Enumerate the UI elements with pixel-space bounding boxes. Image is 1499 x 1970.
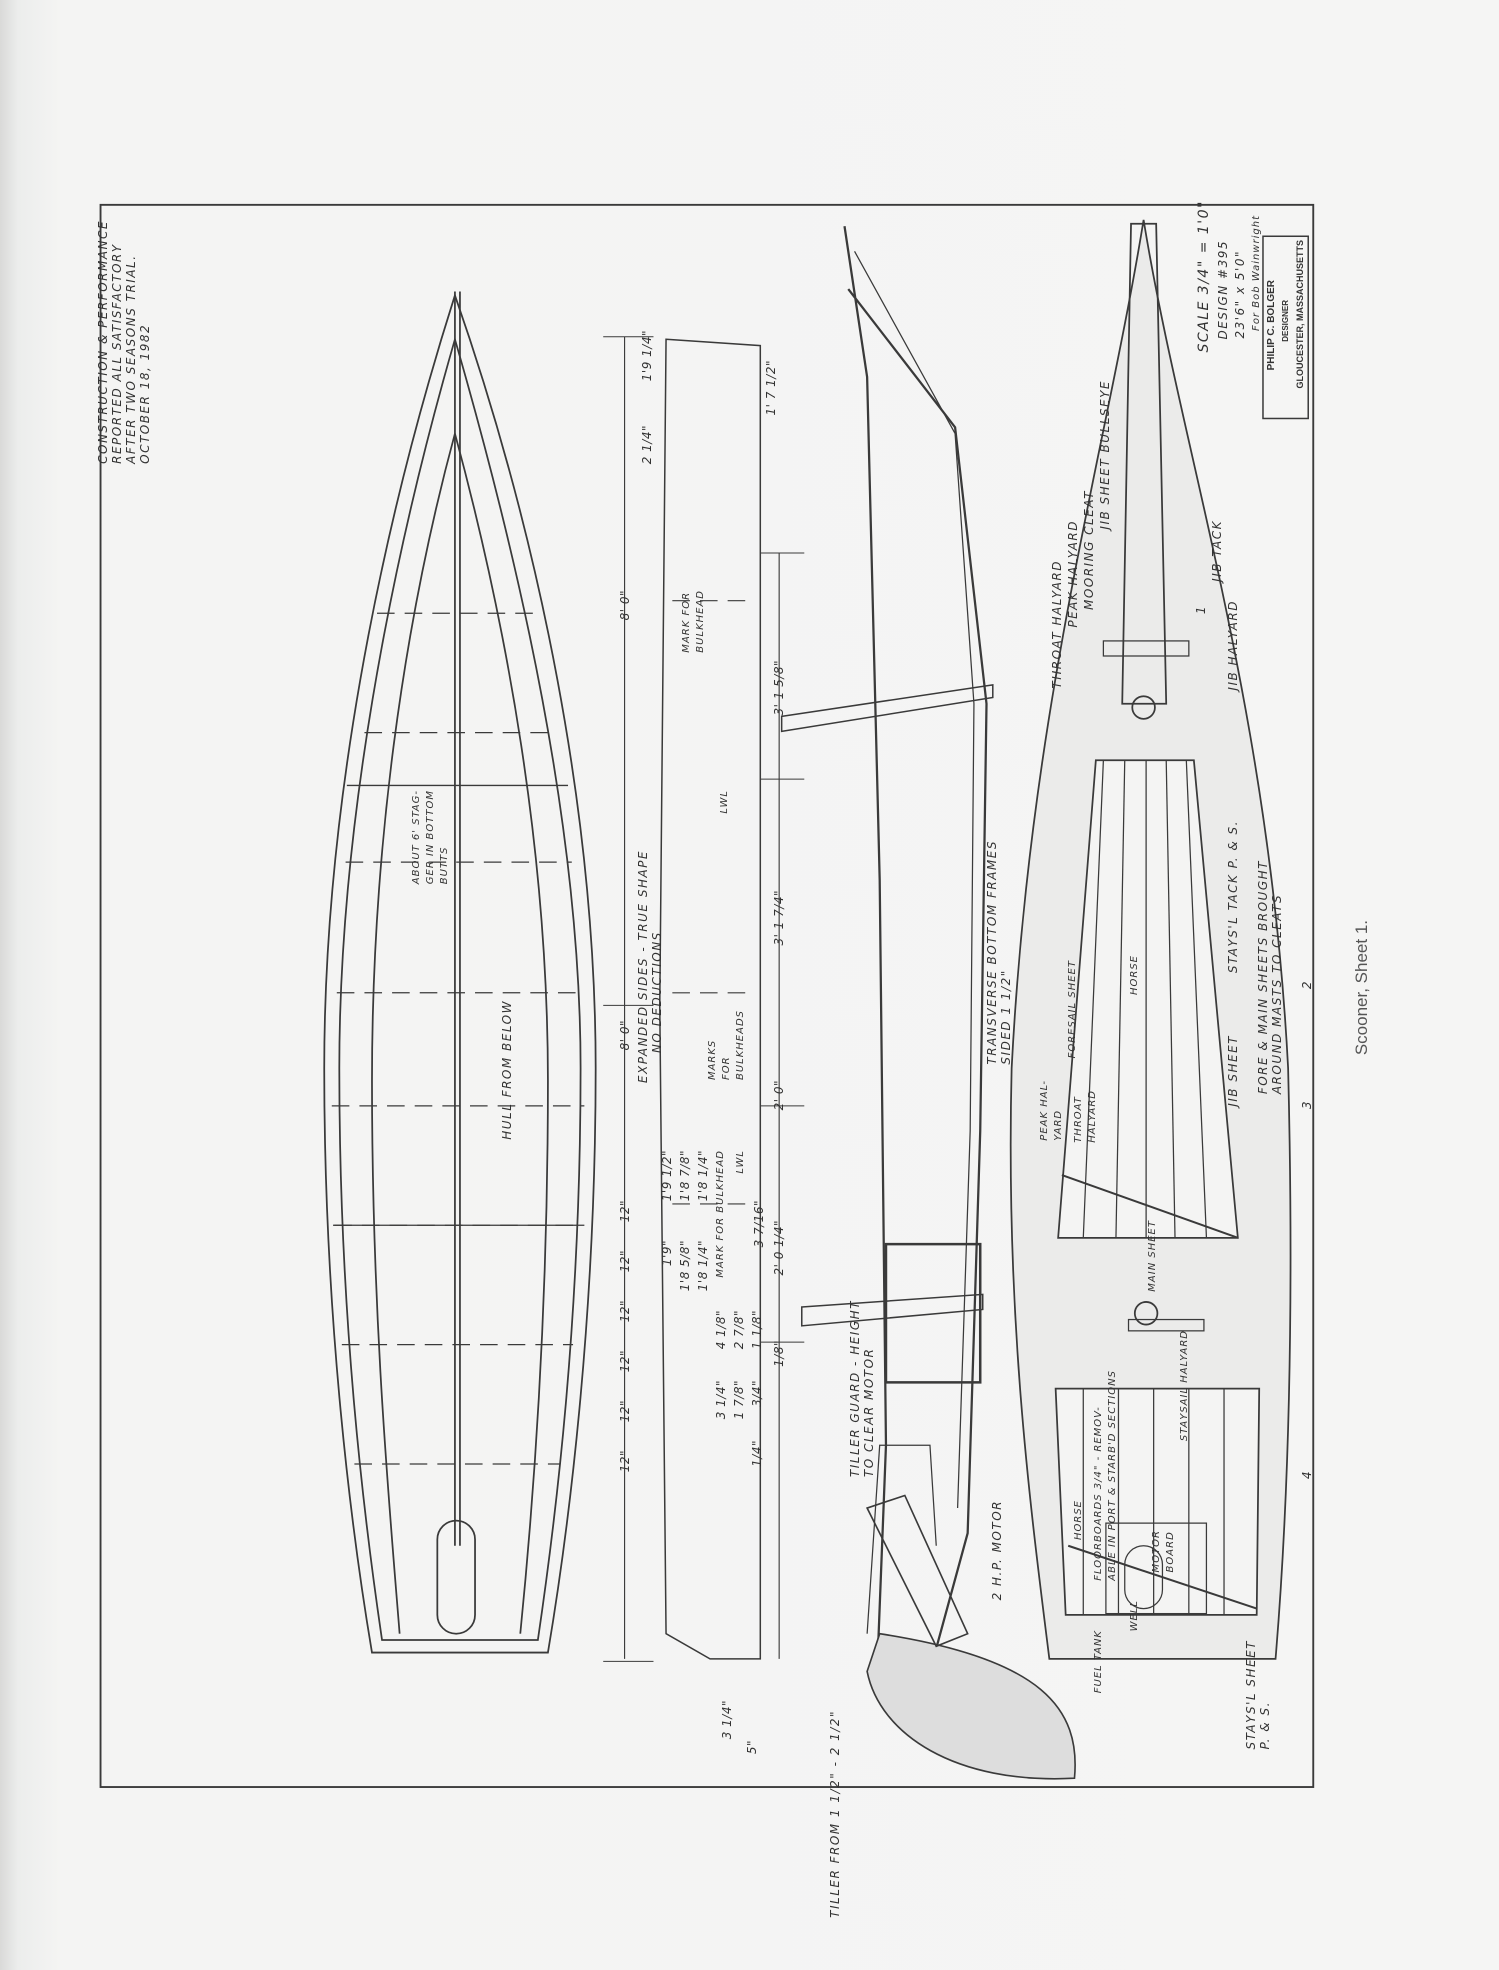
dim-girth: 1'8 7/8" <box>678 1150 692 1202</box>
dim-girth: 1'9 1/2" <box>660 1150 674 1202</box>
design-number: DESIGN #395 <box>1216 240 1230 340</box>
stagger-note: ABOUT 6' STAG- GER IN BOTTOM BUTTS <box>411 790 450 885</box>
dim-offset: 4 1/8" <box>714 1310 728 1350</box>
horse-fwd-label: HORSE <box>1129 955 1140 996</box>
dim-offset: 1 7/8" <box>732 1380 746 1420</box>
designer-name: PHILIP C. BOLGER <box>1266 280 1277 371</box>
throat-halyard-fwd-label: THROAT HALYARD <box>1050 560 1064 689</box>
dim-twelve: 12" <box>618 1350 632 1373</box>
dim-top-b: 2 1/4" <box>640 425 654 465</box>
station-number: 3 <box>1300 1100 1314 1110</box>
throat-halyard-aft-label: THROAT HALYARD <box>1073 1090 1098 1143</box>
lwl-lower: LWL <box>735 1150 746 1174</box>
dim-girth: 1'9" <box>660 1240 674 1267</box>
client-label: For Bob Wainwright <box>1251 215 1262 331</box>
dim-len-fwd: 8' 0" <box>618 590 632 621</box>
hull-plan-title: HULL FROM BELOW <box>500 1000 514 1140</box>
main-sheet-label: MAIN SHEET <box>1147 1220 1158 1292</box>
fuel-tank-label: FUEL TANK <box>1093 1630 1104 1694</box>
mooring-cleat-label: MOORING CLEAT <box>1082 490 1096 611</box>
dim-seg5: 1/8" <box>772 1340 786 1367</box>
motor-board-label: MOTOR BOARD <box>1151 1530 1176 1573</box>
jib-halyard-label: JIB HALYARD <box>1226 600 1240 691</box>
expanded-sides <box>603 336 805 1662</box>
staysl-tack-label: STAYS'L TACK P. & S. <box>1226 820 1240 974</box>
design-dimensions: 23'6" x 5'0" <box>1233 250 1247 339</box>
motor-label: 2 H.P. MOTOR <box>990 1500 1004 1601</box>
title-block-box <box>1262 235 1309 420</box>
dim-twelve: 12" <box>618 1200 632 1223</box>
jib-tack-label: JIB TACK <box>1210 520 1224 582</box>
dim-offset: 2 7/8" <box>732 1310 746 1350</box>
dim-len-aft: 8' 0" <box>618 1020 632 1051</box>
dim-top-a: 1'9 1/4" <box>640 330 654 382</box>
station-number: 2 <box>1300 980 1314 990</box>
dim-seg3: 2' 0" <box>772 1080 786 1111</box>
designer-role: DESIGNER <box>1281 300 1290 342</box>
dim-offset: 1 1/8" <box>750 1310 764 1350</box>
deck-plan <box>1009 219 1292 1660</box>
tiller-guard-label: TILLER GUARD - HEIGHT TO CLEAR MOTOR <box>848 1300 876 1478</box>
designer-location: GLOUCESTER, MASSACHUSETTS <box>1295 240 1305 389</box>
peak-halyard-fwd-label: PEAK HALYARD <box>1066 520 1080 628</box>
dim-girth: 1'8 1/4" <box>696 1150 710 1202</box>
dim-top-c: 1' 7 1/2" <box>764 360 778 416</box>
expanded-sides-title: EXPANDED SIDES - TRUE SHAPE NO DEDUCTION… <box>636 850 664 1084</box>
dim-twelve: 12" <box>618 1300 632 1323</box>
hull-from-below <box>323 291 597 1654</box>
jib-sheet-bullseye-label: JIB SHEET BULLSEYE <box>1098 380 1112 530</box>
figure-caption: Scooner, Sheet 1. <box>1352 920 1371 1056</box>
dim-offset: 1/4" <box>750 1440 764 1467</box>
station-number: 4 <box>1300 1470 1314 1480</box>
horse-aft-label: HORSE <box>1073 1500 1084 1541</box>
lwl-upper: LWL <box>719 790 730 814</box>
dim-twelve: 12" <box>618 1400 632 1423</box>
construction-note: CONSTRUCTION & PERFORMANCE REPORTED ALL … <box>96 220 152 464</box>
mark-bulkhead-upper: MARK FOR BULKHEAD <box>681 590 706 653</box>
hull-profile <box>780 226 1076 1780</box>
foresail-sheet-label: FORESAIL SHEET <box>1067 960 1078 1059</box>
dim-girth: 1'8 1/4" <box>696 1240 710 1292</box>
staysail-halyard-label: STAYSAIL HALYARD <box>1179 1330 1190 1442</box>
frames-label: TRANSVERSE BOTTOM FRAMES SIDED 1 1/2" <box>985 840 1013 1065</box>
dim-stern-b: 3 7/16" <box>752 1200 766 1248</box>
dim-seg2: 3' 1 7/4" <box>772 890 786 946</box>
drawing-frame <box>99 203 1315 1788</box>
dim-offset: 3 1/4" <box>714 1380 728 1420</box>
mark-bulkhead-lower: MARK FOR BULKHEAD <box>715 1150 726 1278</box>
dim-seg1: 3' 1 5/8" <box>772 660 786 716</box>
dim-stern-c: 5" <box>745 1740 759 1755</box>
staysl-sheet-label: STAYS'L SHEET P. & S. <box>1244 1640 1272 1750</box>
dim-girth: 1'8 5/8" <box>678 1240 692 1292</box>
jib-sheet-label: JIB SHEET <box>1226 1035 1240 1107</box>
tiller-label: TILLER FROM 1 1/2" - 2 1/2" <box>828 1710 842 1918</box>
scale-label: SCALE 3/4" = 1'0" <box>1196 200 1212 353</box>
dim-twelve: 12" <box>618 1250 632 1273</box>
dim-offset: 3/4" <box>750 1380 764 1407</box>
dim-stern-a: 3 1/4" <box>720 1700 734 1740</box>
peak-halyard-aft-label: PEAK HAL- YARD <box>1039 1080 1064 1141</box>
dim-twelve: 12" <box>618 1450 632 1473</box>
marks-bulkheads: MARKS FOR BULKHEADS <box>707 1010 746 1081</box>
well-label: WELL <box>1129 1600 1140 1632</box>
fore-main-sheets-note: FORE & MAIN SHEETS BROUGHT AROUND MASTS … <box>1256 860 1284 1095</box>
dim-seg4: 2' 0 1/4" <box>772 1220 786 1276</box>
floorboards-label: FLOORBOARDS 3/4" - REMOV- ABLE IN PORT &… <box>1093 1370 1118 1581</box>
station-number: 1 <box>1194 605 1208 615</box>
